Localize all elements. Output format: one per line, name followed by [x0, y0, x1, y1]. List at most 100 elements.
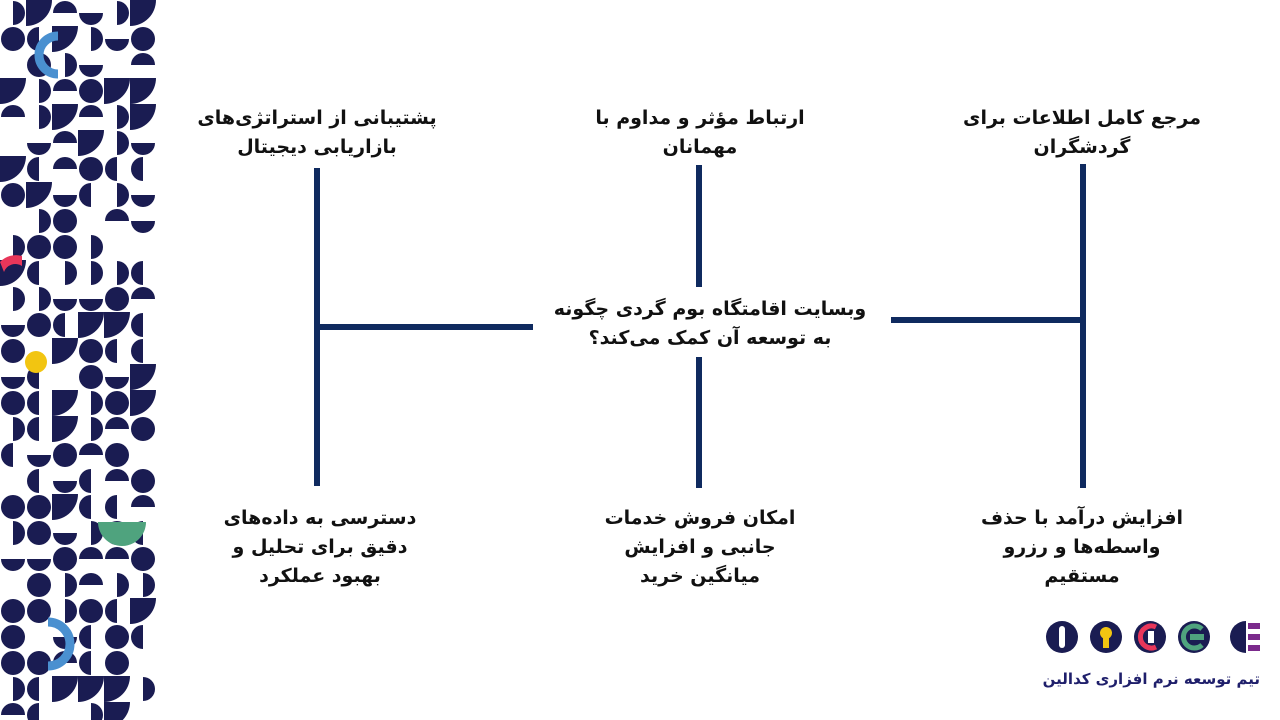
pattern-shape: [53, 157, 77, 169]
pattern-shape: [104, 676, 130, 702]
pattern-shape: [117, 573, 129, 597]
pattern-shape: [130, 0, 156, 26]
bottom-item-right: افزایش درآمد با حذف واسطه‌ها و رزرو مستق…: [980, 507, 1184, 587]
pattern-shape: [0, 156, 26, 182]
pattern-shape: [27, 313, 51, 337]
pattern-shape: [78, 312, 104, 338]
pattern-shape: [105, 417, 129, 429]
o-logo-icon: [1046, 621, 1078, 653]
pattern-shape: [53, 313, 65, 337]
pattern-shape: [131, 417, 155, 441]
pattern-shape: [53, 79, 77, 91]
pattern-shape: [52, 416, 78, 442]
pattern-shape: [53, 443, 77, 467]
pattern-shape: [1, 339, 25, 363]
left-horizontal-connector: [314, 324, 533, 330]
top-item-right: مرجع کامل اطلاعات برای گردشگران: [963, 107, 1201, 158]
pattern-shape: [27, 27, 39, 51]
bottom-item-center: امکان فروش خدمات جانبی و افزایش میانگین …: [604, 507, 796, 587]
pattern-shape: [27, 651, 51, 675]
pattern-shape: [105, 339, 117, 363]
brand-caption: تیم توسعه نرم افزاری کدالین: [1042, 670, 1260, 688]
pattern-shape: [1, 105, 25, 117]
pattern-shape: [26, 182, 52, 208]
pattern-shape: [78, 130, 104, 156]
pattern-shape: [52, 26, 78, 52]
pattern-shape: [79, 339, 103, 363]
pattern-shape: [52, 494, 78, 520]
top-item-center: ارتباط مؤثر و مداوم با مهمانان: [595, 107, 805, 158]
pattern-shape: [25, 351, 47, 373]
pattern-shape: [53, 481, 77, 493]
pattern-shape: [130, 598, 156, 624]
pattern-shape: [131, 27, 155, 51]
pattern-shape: [143, 677, 155, 701]
right-vertical-line: [1080, 164, 1086, 488]
keyhole-logo-icon: [1090, 621, 1122, 653]
pattern-shape: [34, 31, 59, 79]
pattern-shape: [79, 651, 91, 675]
pattern-shape: [91, 391, 103, 415]
bottom-item-left: دسترسی به داده‌های دقیق برای تحلیل و بهب…: [223, 507, 417, 587]
pattern-shape: [65, 53, 77, 77]
pattern-shape: [79, 469, 91, 493]
pattern-shape: [52, 338, 78, 364]
pattern-shape: [65, 599, 77, 623]
pattern-shape: [52, 390, 78, 416]
pattern-shape: [91, 235, 103, 259]
right-horizontal-connector: [891, 317, 1083, 323]
pattern-shape: [79, 183, 91, 207]
pattern-shape: [79, 625, 91, 649]
pattern-shape: [53, 1, 77, 13]
pattern-shape: [1, 625, 25, 649]
pattern-shape: [131, 143, 155, 155]
pattern-shape: [131, 469, 155, 493]
pattern-shape: [78, 676, 104, 702]
pattern-shape: [13, 1, 25, 25]
pattern-shape: [0, 78, 26, 104]
pattern-shape: [79, 65, 103, 77]
decorative-pattern-strip: [0, 0, 156, 720]
pattern-shape: [131, 625, 143, 649]
pattern-shape: [1, 651, 25, 675]
pattern-shape: [1, 391, 25, 415]
pattern-shape: [79, 365, 103, 389]
pattern-shape: [27, 573, 51, 597]
pattern-shape: [105, 599, 117, 623]
top-item-left: پشتیبانی از استراتژی‌های بازاریابی دیجیت…: [197, 107, 437, 158]
brand-logo-row: [1046, 621, 1260, 653]
pattern-shape: [1, 559, 25, 571]
pattern-shape: [65, 261, 77, 285]
pattern-shape: [27, 235, 51, 259]
pattern-shape: [79, 157, 103, 181]
pattern-shape: [98, 522, 146, 546]
pattern-shape: [27, 495, 51, 519]
pattern-shape: [105, 547, 129, 559]
pattern-shape: [79, 105, 103, 117]
pattern-shapes: [0, 0, 156, 720]
pattern-shape: [27, 391, 39, 415]
pattern-shape: [105, 443, 129, 467]
pattern-shape: [27, 521, 51, 545]
pattern-shape: [117, 105, 129, 129]
pattern-shape: [131, 313, 143, 337]
pattern-shape: [53, 299, 77, 311]
pattern-shape: [91, 261, 103, 285]
pattern-shape: [1, 325, 25, 337]
pattern-shape: [79, 547, 103, 559]
pattern-shape: [27, 599, 51, 623]
pattern-shape: [117, 183, 129, 207]
pattern-shape: [13, 235, 25, 259]
pattern-shape: [91, 417, 103, 441]
pattern-shape: [130, 78, 156, 104]
pattern-shape: [13, 287, 25, 311]
pattern-shape: [0, 255, 22, 272]
pattern-shape: [130, 104, 156, 130]
pattern-shape: [27, 261, 39, 285]
pattern-shape: [39, 105, 51, 129]
pattern-shape: [131, 195, 155, 207]
pattern-shape: [105, 391, 129, 415]
pattern-shape: [27, 417, 39, 441]
pattern-shape: [52, 676, 78, 702]
pattern-shape: [104, 702, 130, 720]
